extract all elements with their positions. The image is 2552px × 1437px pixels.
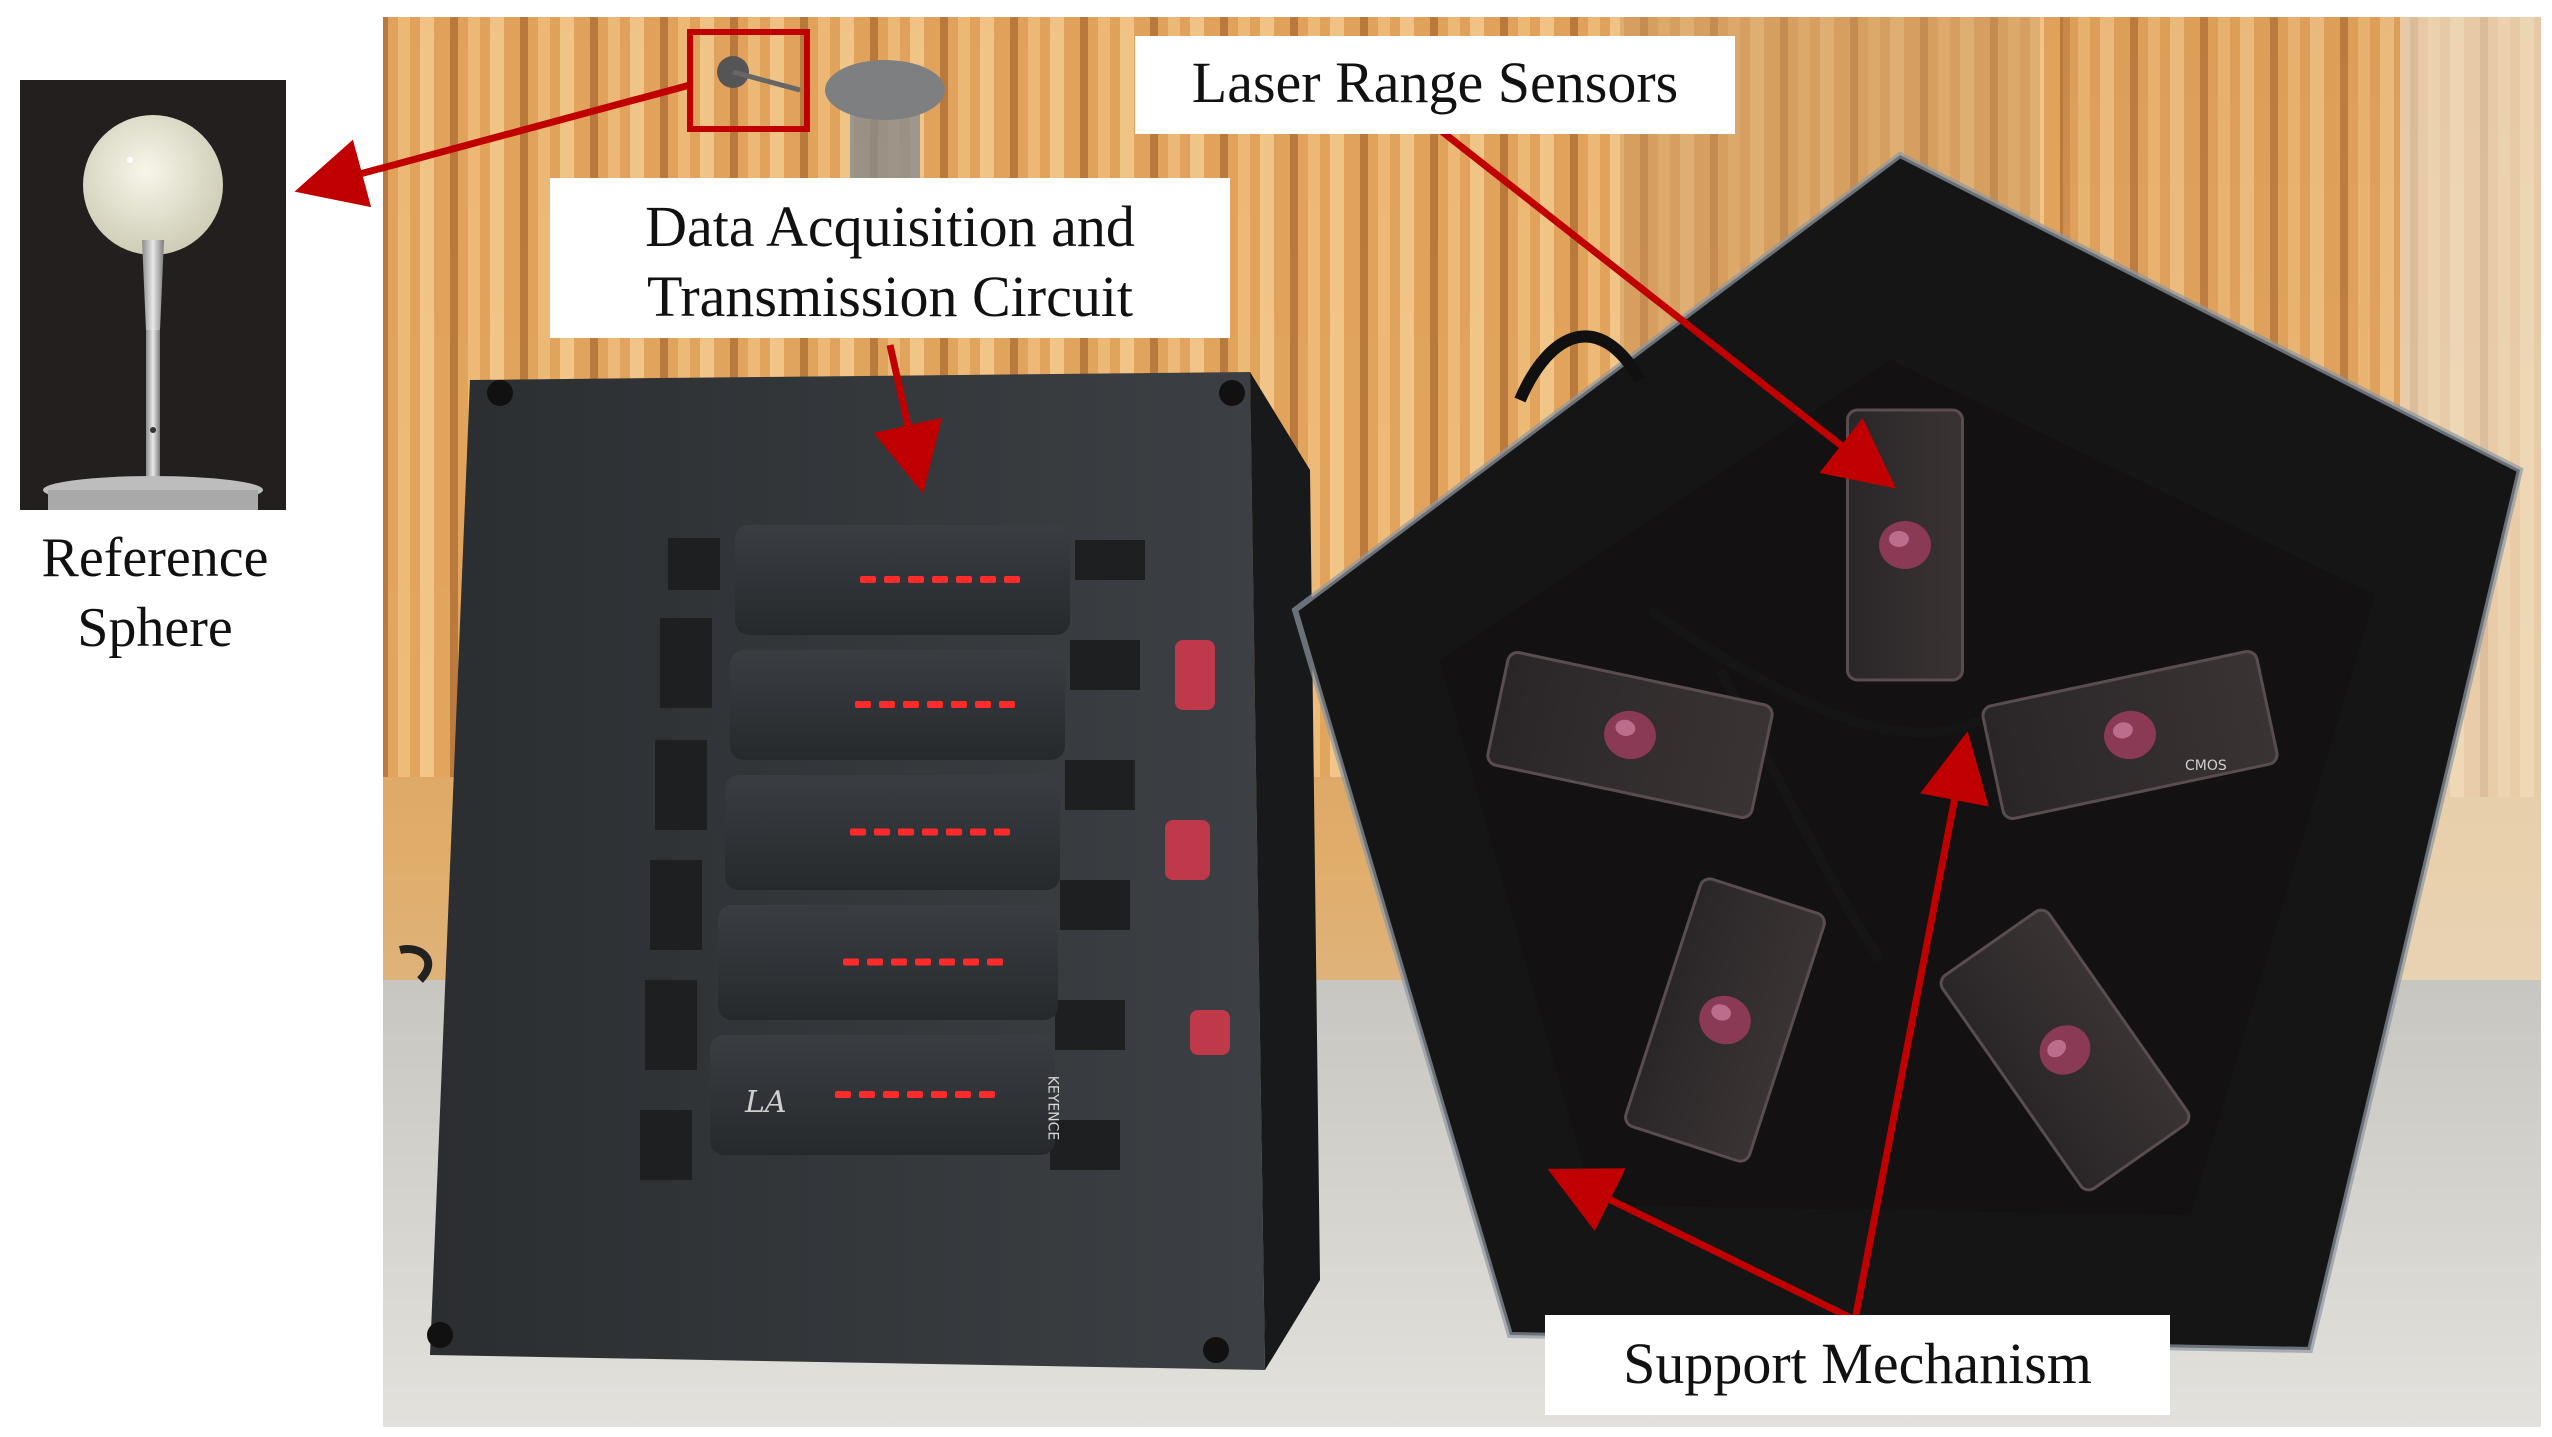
model-text: LA: [745, 1085, 787, 1120]
led-indicator: [907, 1091, 923, 1098]
amplifier-module: [730, 650, 1065, 760]
data-acquisition-label: Data Acquisition and Transmission Circui…: [550, 178, 1230, 338]
led-indicator: [932, 576, 948, 583]
reference-sphere-photo: [20, 80, 286, 510]
led-indicator: [879, 701, 895, 708]
led-indicator: [955, 1091, 971, 1098]
led-indicator: [859, 1091, 875, 1098]
sensor-chip-text: CMOS: [2185, 758, 2227, 774]
led-indicator: [860, 576, 876, 583]
reference-sphere-label: Reference Sphere: [41, 527, 269, 659]
laser-range-sensors-label: Laser Range Sensors: [1135, 36, 1735, 134]
led-indicator: [963, 958, 979, 966]
support-arrow-right: [1851, 731, 1989, 1321]
reference-sphere-arrow: [294, 81, 691, 208]
led-indicator: [994, 828, 1010, 836]
amplifier-module: [725, 775, 1060, 890]
led-indicator: [884, 576, 900, 583]
led-indicator: [927, 701, 943, 708]
led-indicator: [946, 828, 962, 836]
laser-sensor: [1624, 877, 1826, 1163]
led-indicator: [956, 576, 972, 583]
amplifier-module: [735, 525, 1070, 635]
led-indicator: [939, 958, 955, 966]
sensors-arrow: [1437, 127, 1897, 489]
daq-arrow: [873, 344, 943, 494]
amplifier-module: [710, 1035, 1055, 1155]
laser-sensor: [1981, 650, 2279, 820]
led-indicator: [843, 958, 859, 966]
led-indicator: [1004, 576, 1020, 583]
led-indicator: [951, 701, 967, 708]
amplifier-module: [718, 905, 1058, 1020]
led-indicator: [835, 1091, 851, 1098]
led-indicator: [970, 828, 986, 836]
led-indicator: [922, 828, 938, 836]
led-indicator: [874, 828, 890, 836]
led-indicator: [855, 701, 871, 708]
led-indicator: [999, 701, 1015, 708]
led-indicator: [867, 958, 883, 966]
led-indicator: [931, 1091, 947, 1098]
reference-sphere-highlight-box: [687, 29, 810, 132]
support-arrow-left: [1547, 1168, 1857, 1324]
laser-sensor: [1939, 908, 2191, 1192]
led-indicator: [903, 701, 919, 708]
led-indicator: [987, 958, 1003, 966]
led-indicator: [980, 576, 996, 583]
support-mechanism-label: Support Mechanism: [1545, 1315, 2170, 1415]
led-indicator: [891, 958, 907, 966]
led-indicator: [915, 958, 931, 966]
led-indicator: [979, 1091, 995, 1098]
led-indicator: [850, 828, 866, 836]
led-indicator: [883, 1091, 899, 1098]
laser-sensor: [1486, 651, 1774, 819]
led-indicator: [898, 828, 914, 836]
led-indicator: [975, 701, 991, 708]
led-indicator: [908, 576, 924, 583]
